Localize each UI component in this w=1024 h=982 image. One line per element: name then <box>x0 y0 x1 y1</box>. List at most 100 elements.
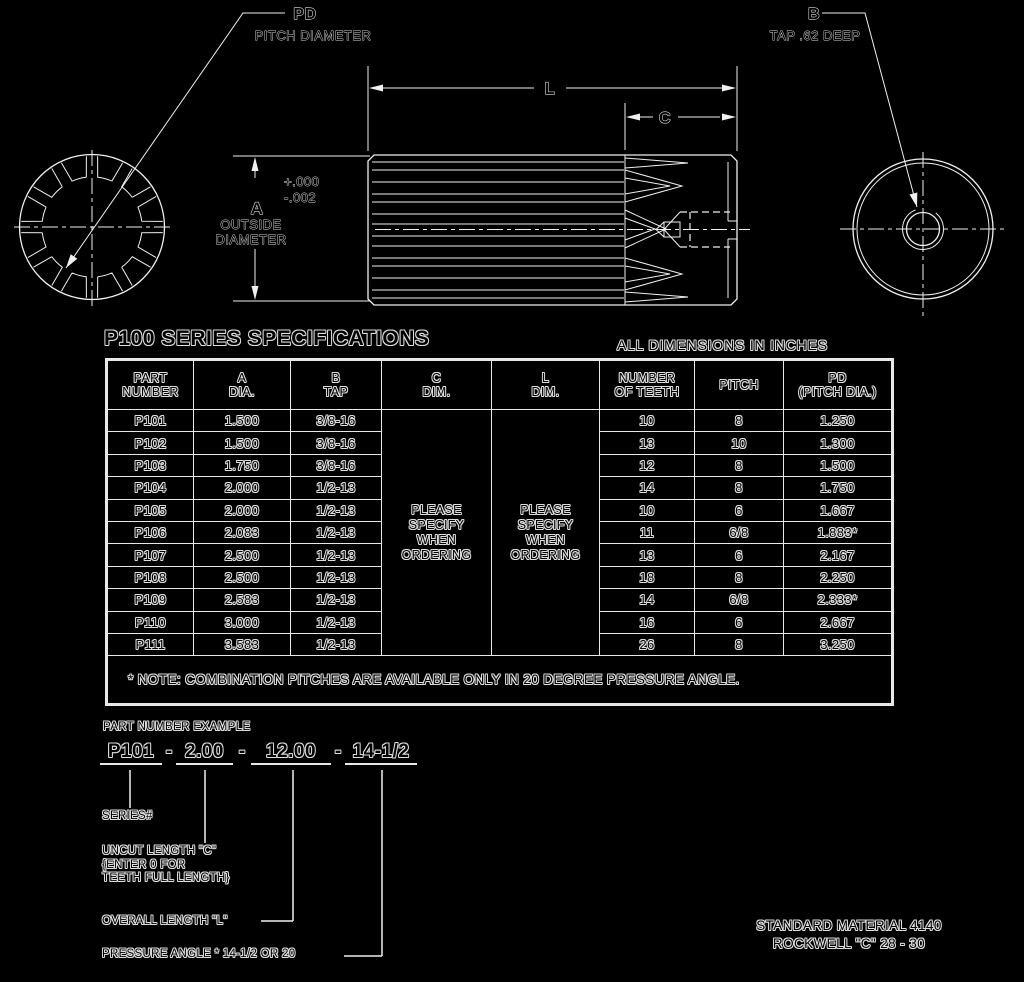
table-row-p106: P106 2.083 1/2-13 11 6/8 1.883* <box>106 520 893 545</box>
cell-pitch: 6/8 <box>694 588 784 612</box>
table-row-p109: P109 2.583 1/2-13 14 6/8 2.333* <box>106 588 893 612</box>
cell-pitch: 10 <box>694 431 784 455</box>
footnote: * NOTE: COMBINATION PITCHES ARE AVAILABL… <box>106 655 893 706</box>
cell-pd: 2.667 <box>783 610 893 634</box>
l-dimension: L <box>367 66 738 151</box>
cell-b: 1/2-13 <box>290 520 382 545</box>
outside-label-line2: DIAMETER <box>215 232 286 247</box>
cell-a: 2.500 <box>193 565 291 590</box>
cell-teeth: 12 <box>599 453 695 478</box>
cell-b: 3/8-16 <box>290 453 382 478</box>
b-sublabel: TAP .62 DEEP <box>770 28 861 43</box>
units-note: ALL DIMENSIONS IN INCHES <box>617 337 828 353</box>
cell-pitch: 8 <box>694 565 784 590</box>
c-dimension: C <box>624 103 736 150</box>
b-callout: B TAP .62 DEEP <box>769 5 918 208</box>
example-segment-series: P101 <box>100 741 162 765</box>
tolerance-minus: -.002 <box>284 190 316 205</box>
example-connector-lines <box>129 770 383 957</box>
cell-teeth: 26 <box>599 632 695 657</box>
c-dim-label: C <box>659 110 671 127</box>
cell-a: 2.583 <box>193 588 291 612</box>
cell-pitch: 8 <box>694 453 784 478</box>
cell-pd: 1.750 <box>783 476 893 500</box>
table-row-p104: P104 2.000 1/2-13 14 8 1.750 <box>106 476 893 500</box>
example-separator: - <box>238 741 246 762</box>
cell-pd: 2.250 <box>783 565 893 590</box>
material-block: STANDARD MATERIAL 4140 ROCKWELL "C" 28 -… <box>718 917 980 952</box>
cell-teeth: 10 <box>599 408 695 433</box>
cell-part: P107 <box>106 543 194 567</box>
pd-sublabel: PITCH DIAMETER <box>255 28 372 43</box>
cell-a: 1.500 <box>193 408 291 433</box>
footnote-row: * NOTE: COMBINATION PITCHES ARE AVAILABL… <box>106 655 893 706</box>
technical-drawing: PD PITCH DIAMETER B TAP .62 DEEP L <box>14 5 1008 317</box>
cell-pd: 1.667 <box>783 498 893 522</box>
material-line: STANDARD MATERIAL 4140 <box>756 918 942 933</box>
cell-part: P102 <box>106 431 194 455</box>
cell-pitch: 6/8 <box>694 520 784 545</box>
cell-part: P101 <box>106 408 194 433</box>
cell-teeth: 13 <box>599 543 695 567</box>
example-heading: PART NUMBER EXAMPLE <box>103 721 251 733</box>
table-row-p103: P103 1.750 3/8-16 12 8 1.500 <box>106 453 893 478</box>
cell-teeth: 14 <box>599 588 695 612</box>
header-pitch: PITCH <box>694 359 784 410</box>
cell-b: 1/2-13 <box>290 610 382 634</box>
cell-b: 1/2-13 <box>290 498 382 522</box>
example-segment-overall-length: 12.00 <box>251 741 331 765</box>
cell-a: 2.083 <box>193 520 291 545</box>
example-segment-pressure-angle: 14-1/2 <box>345 741 417 765</box>
shaft-side-view <box>367 154 750 306</box>
table-row-p105: P105 2.000 1/2-13 10 6 1.667 <box>106 498 893 522</box>
cell-pd: 1.250 <box>783 408 893 433</box>
callout-overall-length: OVERALL LENGTH "L" <box>102 915 228 927</box>
cell-a: 2.500 <box>193 543 291 567</box>
example-separator: - <box>165 741 173 762</box>
cell-part: P110 <box>106 610 194 634</box>
example-separator: - <box>334 741 342 762</box>
table-row-p111: P111 3.583 1/2-13 26 8 3.250 <box>106 632 893 657</box>
table-row-p102: P102 1.500 3/8-16 13 10 1.300 <box>106 431 893 455</box>
cell-pitch: 6 <box>694 543 784 567</box>
cell-part: P109 <box>106 588 194 612</box>
pd-callout: PD PITCH DIAMETER <box>65 5 372 269</box>
outside-label-line1: OUTSIDE <box>220 217 281 232</box>
callout-uncut-line1: UNCUT LENGTH "C" <box>102 845 217 857</box>
cell-pd: 1.500 <box>783 453 893 478</box>
table-row-p110: P110 3.000 1/2-13 16 6 2.667 <box>106 610 893 634</box>
cell-a: 1.500 <box>193 431 291 455</box>
cell-b: 3/8-16 <box>290 408 382 433</box>
cell-b: 3/8-16 <box>290 431 382 455</box>
cell-pitch: 6 <box>694 610 784 634</box>
pd-label: PD <box>293 6 316 23</box>
example-segment-uncut-length: 2.00 <box>176 741 233 765</box>
cell-pitch: 8 <box>694 632 784 657</box>
cell-teeth: 10 <box>599 498 695 522</box>
callout-pressure-angle: PRESSURE ANGLE * 14-1/2 OR 20 <box>102 948 296 960</box>
cell-pd: 2.167 <box>783 543 893 567</box>
cell-a: 1.750 <box>193 453 291 478</box>
cell-part: P106 <box>106 520 194 545</box>
header-pd: PD(PITCH DIA.) <box>783 359 893 410</box>
cell-a: 2.000 <box>193 498 291 522</box>
cell-part: P111 <box>106 632 194 657</box>
cell-b: 1/2-13 <box>290 543 382 567</box>
cell-pitch: 6 <box>694 498 784 522</box>
cell-a: 2.000 <box>193 476 291 500</box>
tap-end-view <box>840 152 1008 317</box>
cell-part: P105 <box>106 498 194 522</box>
cell-teeth: 18 <box>599 565 695 590</box>
cell-pd: 1.883* <box>783 520 893 545</box>
